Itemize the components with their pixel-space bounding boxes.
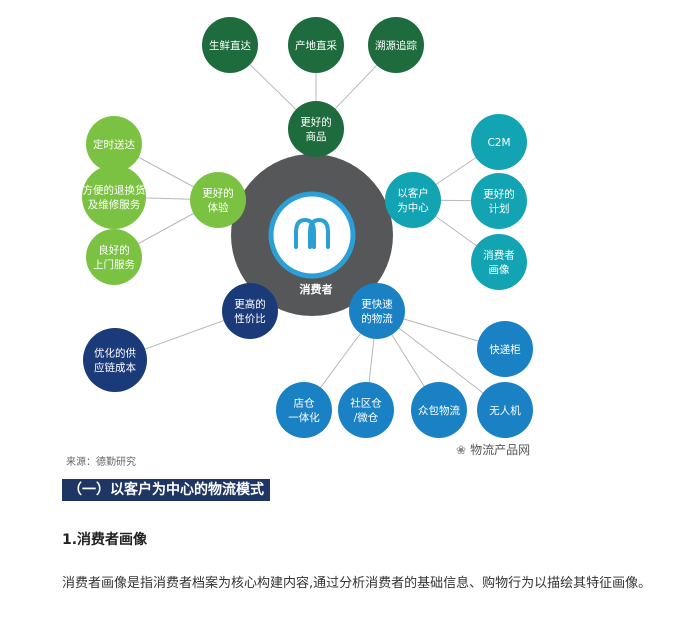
hub-goods-label: 更好的 <box>300 116 332 129</box>
leaf-customer-centric-0-label: C2M <box>487 137 510 149</box>
hub-value-label: 性价比 <box>234 312 266 325</box>
leaf-value-0-label: 优化的供 <box>94 347 136 360</box>
watermark: ❀ 物流产品网 <box>456 441 530 458</box>
leaf-experience-0-circle <box>86 116 142 172</box>
leaf-logistics-4-label: 店仓 <box>294 397 315 410</box>
leaf-logistics-4-circle <box>276 382 332 438</box>
leaf-goods-2-circle <box>368 17 424 73</box>
hub-customer-centric-label: 以客户 <box>397 187 429 200</box>
leaf-logistics-2: 众包物流 <box>411 382 467 438</box>
leaf-goods-2: 溯源追踪 <box>368 17 424 73</box>
leaf-logistics-1: 无人机 <box>477 382 533 438</box>
leaf-customer-centric-1-circle <box>471 173 527 229</box>
leaf-customer-centric-1-label: 更好的 <box>483 188 515 201</box>
leaf-customer-centric-1-label: 计划 <box>489 202 510 215</box>
leaf-goods-2-label: 溯源追踪 <box>375 39 417 52</box>
leaf-goods-1-label: 产地直采 <box>295 39 337 52</box>
hub-value-circle <box>222 283 278 339</box>
watermark-text: 物流产品网 <box>470 443 531 457</box>
leaf-experience-2-label: 上门服务 <box>93 258 135 271</box>
hub-customer-centric-label: 为中心 <box>397 201 429 214</box>
leaf-value-0-label: 应链成本 <box>94 361 136 374</box>
leaf-logistics-0-circle <box>477 321 533 377</box>
hub-experience-label: 体验 <box>208 201 229 214</box>
leaf-customer-centric-2-circle <box>471 234 527 290</box>
leaf-customer-centric-2: 消费者画像 <box>471 234 527 290</box>
leaf-logistics-2-label: 众包物流 <box>418 404 460 417</box>
hub-value-label: 更高的 <box>234 298 266 311</box>
center-ring: 消费者 <box>231 154 393 316</box>
center-label: 消费者 <box>300 282 333 296</box>
leaf-experience-1-label: 及维修服务 <box>88 198 141 211</box>
leaf-logistics-3-label: 社区仓 <box>350 397 382 410</box>
hub-experience-circle <box>190 172 246 228</box>
leaf-experience-1-circle <box>82 165 146 229</box>
leaf-logistics-2-circle <box>411 382 467 438</box>
leaf-customer-centric-0-circle <box>471 114 527 170</box>
leaf-logistics-1-label: 无人机 <box>489 404 521 417</box>
source-note: 来源：德勤研究 <box>66 457 136 468</box>
body-paragraph: 消费者画像是指消费者档案为核心构建内容,通过分析消费者的基础信息、购物行为以描绘… <box>62 576 652 591</box>
leaf-logistics-3-circle <box>338 382 394 438</box>
people-icon <box>294 217 330 249</box>
leaf-experience-2-label: 良好的 <box>98 244 130 257</box>
hub-goods-circle <box>288 101 344 157</box>
leaf-customer-centric-2-label: 画像 <box>489 264 510 276</box>
leaf-goods-1: 产地直采 <box>288 17 344 73</box>
section-heading: （一）以客户为中心的物流模式 <box>62 479 270 501</box>
consumer-diagram: 消费者 更好的商品更好的体验以客户为中心更高的性价比更快速的物流 生鲜直达产地直… <box>82 17 533 438</box>
leaf-value-0-circle <box>83 328 147 392</box>
hub-customer-centric: 以客户为中心 <box>385 172 441 228</box>
hub-logistics-label: 更快速 <box>361 299 393 311</box>
leaf-customer-centric-0: C2M <box>471 114 527 170</box>
leaf-experience-0: 定时送达 <box>86 116 142 172</box>
leaf-logistics-1-circle <box>477 382 533 438</box>
leaf-experience-1-label: 方便的退换货 <box>83 184 146 197</box>
hub-goods-label: 商品 <box>306 130 327 143</box>
leaf-customer-centric-2-label: 消费者 <box>483 249 515 262</box>
wechat-icon: ❀ <box>456 442 467 457</box>
leaf-goods-0-label: 生鲜直达 <box>209 39 251 52</box>
hub-customer-centric-circle <box>385 172 441 228</box>
leaf-goods-0: 生鲜直达 <box>202 17 258 73</box>
sub-heading: 1.消费者画像 <box>62 532 148 548</box>
hub-logistics-label: 的物流 <box>361 312 393 325</box>
leaf-experience-0-label: 定时送达 <box>93 138 135 151</box>
hub-experience-label: 更好的 <box>202 187 234 200</box>
leaf-logistics-3-label: /微仓 <box>354 411 379 424</box>
hub-logistics-circle <box>349 283 405 339</box>
leaf-logistics-3: 社区仓/微仓 <box>338 382 394 438</box>
leaf-goods-0-circle <box>202 17 258 73</box>
leaf-goods-1-circle <box>288 17 344 73</box>
leaf-logistics-0: 快递柜 <box>477 321 533 377</box>
leaf-nodes: 生鲜直达产地直采溯源追踪定时送达方便的退换货及维修服务良好的上门服务C2M更好的… <box>82 17 533 438</box>
leaf-logistics-4-label: 一体化 <box>288 411 320 424</box>
leaf-logistics-0-label: 快递柜 <box>489 343 521 356</box>
leaf-experience-2-circle <box>86 229 142 285</box>
